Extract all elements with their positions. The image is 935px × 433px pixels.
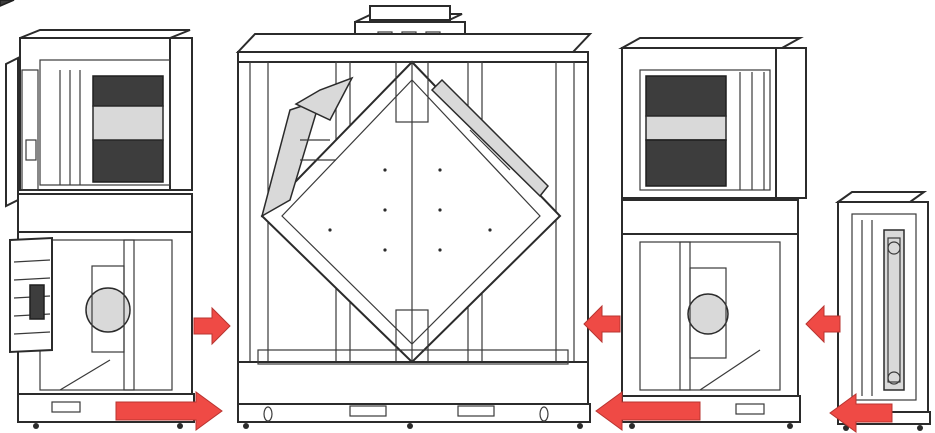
airflow-arrow-right-small xyxy=(193,306,231,346)
airflow-arrow-left-small xyxy=(583,304,621,344)
airflow-arrow-left-small-heater xyxy=(805,304,841,344)
airflow-arrow-left-large xyxy=(595,391,701,431)
airflow-arrow-right-large xyxy=(115,391,223,431)
airflow-arrow-left-large-heater xyxy=(829,393,893,433)
filter-fan-module-left xyxy=(5,29,195,429)
heat-exchanger-module xyxy=(235,5,593,429)
filter-fan-module-right xyxy=(618,37,807,429)
corner-fragment xyxy=(0,0,15,7)
heater-module xyxy=(834,191,931,431)
